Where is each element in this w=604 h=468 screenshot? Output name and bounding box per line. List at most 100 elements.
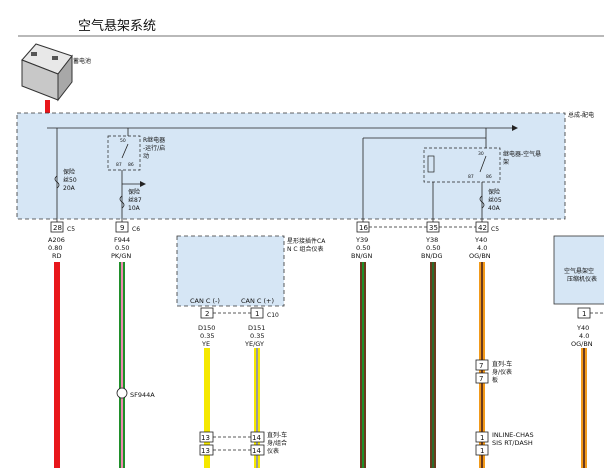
conn-c10: C10 (267, 312, 279, 319)
relay-air-line1: 继电器-空气悬 (503, 150, 541, 158)
pin-13a-label: 13 (201, 434, 210, 442)
relay-air-contact (479, 155, 487, 173)
fuse50-line2: 丝50 (63, 176, 77, 184)
dash-b-line3: 仪表 (267, 447, 279, 455)
svg-text:0.80: 0.80 (48, 244, 62, 252)
pin-14b-label: 14 (252, 447, 261, 455)
dash-b-line2: 身/组合 (267, 439, 287, 447)
fuse87-symbol (119, 195, 125, 209)
svg-text:D151: D151 (248, 324, 265, 332)
dash-a-line1: 直列-车 (492, 360, 512, 368)
pin-1b (475, 444, 489, 456)
pin-42 (475, 221, 489, 233)
pin-1r-label: 1 (582, 310, 586, 318)
fuse05-line3: 40A (488, 205, 501, 212)
relay-air-line2: 架 (503, 158, 509, 166)
relay-r-pin-left: 87 (116, 162, 122, 168)
wire-d150 (204, 348, 210, 468)
can-low-label: CAN C (-) (190, 297, 220, 305)
fuse87-line3: 10A (128, 205, 141, 212)
splice-label: SF944A (130, 391, 155, 399)
pin-7b-label: 7 (479, 375, 483, 383)
pin-1a (475, 431, 489, 443)
wire-d151-labels: D151 0.35 YE/GY (244, 324, 265, 348)
pin-13b-label: 13 (201, 447, 210, 455)
fuse50-line3: 20A (63, 185, 76, 192)
pin-13b (199, 444, 214, 456)
pin-1b-label: 1 (480, 447, 484, 455)
relay-air-pin-top: 30 (478, 151, 484, 157)
fuse-box-label: 总成-配电 (568, 111, 594, 119)
wire-y40r-labels: Y40 4.0 OG/BN (571, 324, 593, 348)
svg-text:D150: D150 (198, 324, 215, 332)
can-high-label: CAN C (+) (241, 297, 274, 305)
conn-c5a: C5 (67, 226, 75, 233)
svg-text:0.50: 0.50 (115, 244, 129, 252)
pin-9 (115, 221, 129, 233)
svg-text:F944: F944 (114, 236, 130, 244)
wire-y38-stripe (432, 262, 434, 468)
inline-chassis-line1: INLINE-CHAS (492, 431, 534, 439)
fuse87-line1: 保险 (128, 188, 140, 196)
svg-text:PK/GN: PK/GN (111, 252, 131, 260)
svg-text:YE/GY: YE/GY (244, 340, 264, 348)
svg-text:Y39: Y39 (355, 236, 368, 244)
svg-text:Y40: Y40 (576, 324, 589, 332)
fuse87-line2: 丝87 (128, 196, 142, 204)
svg-text:0.50: 0.50 (426, 244, 440, 252)
fuse-box (16, 112, 566, 220)
pin-42-label: 42 (478, 224, 487, 232)
relay-r-pin-right: 86 (128, 162, 134, 168)
svg-text:4.0: 4.0 (579, 332, 589, 340)
pin-1-label: 1 (255, 310, 259, 318)
relay-air-pin-left: 87 (468, 174, 474, 180)
svg-text:0.35: 0.35 (200, 332, 214, 340)
pin-14a-label: 14 (252, 434, 261, 442)
battery-label: 蓄电池 (73, 57, 91, 65)
battery-icon (21, 43, 73, 102)
bus-arrow (512, 125, 518, 131)
fuse05-symbol (479, 195, 485, 209)
pin-16 (356, 221, 370, 233)
relay-air-coil (427, 155, 435, 173)
relay-air-box (423, 147, 501, 183)
compressor-box (553, 235, 604, 305)
pin-28-label: 28 (53, 224, 62, 232)
svg-text:OG/BN: OG/BN (469, 252, 491, 260)
pin-35 (426, 221, 440, 233)
svg-text:BN/GN: BN/GN (351, 252, 373, 260)
svg-text:Y38: Y38 (425, 236, 438, 244)
pin-16-label: 16 (359, 224, 368, 232)
svg-text:BN/DG: BN/DG (421, 252, 443, 260)
conn-c6: C6 (132, 226, 140, 233)
wire-f944-labels: F944 0.50 PK/GN (111, 236, 131, 260)
pin-7a (475, 359, 489, 371)
relay-r-line1: R继电器 (143, 136, 165, 144)
fuse05-line1: 保险 (488, 188, 500, 196)
wire-y40r-stripe (583, 348, 585, 468)
wire-y39-labels: Y39 0.50 BN/GN (351, 236, 373, 260)
compressor-line2: 压缩机仪表 (567, 275, 597, 283)
svg-text:YE: YE (201, 340, 210, 348)
inline-chassis-line2: SIS RT/DASH (492, 439, 533, 447)
svg-text:0.35: 0.35 (250, 332, 264, 340)
dash-b-line1: 直列-车 (267, 431, 287, 439)
page-title: 空气悬架系统 (78, 18, 156, 34)
pin-1 (250, 307, 264, 319)
wire-y40-labels: Y40 4.0 OG/BN (469, 236, 491, 260)
pin-1a-label: 1 (480, 434, 484, 442)
fuse87-arrow (140, 181, 146, 187)
pin-9-label: 9 (120, 224, 124, 232)
cluster-line2: N C 组合仪表 (287, 245, 324, 253)
svg-text:4.0: 4.0 (477, 244, 487, 252)
relay-air-pin-right: 86 (486, 174, 492, 180)
pin-2-label: 2 (205, 310, 209, 318)
relay-r-line2: -运行/启 (143, 144, 165, 152)
cluster-box (176, 235, 285, 307)
wire-d150-labels: D150 0.35 YE (198, 324, 215, 348)
pin-7a-label: 7 (479, 362, 483, 370)
pin-14b (250, 444, 265, 456)
wire-d151-stripe (256, 348, 258, 468)
wire-f944-stripe (121, 262, 123, 468)
